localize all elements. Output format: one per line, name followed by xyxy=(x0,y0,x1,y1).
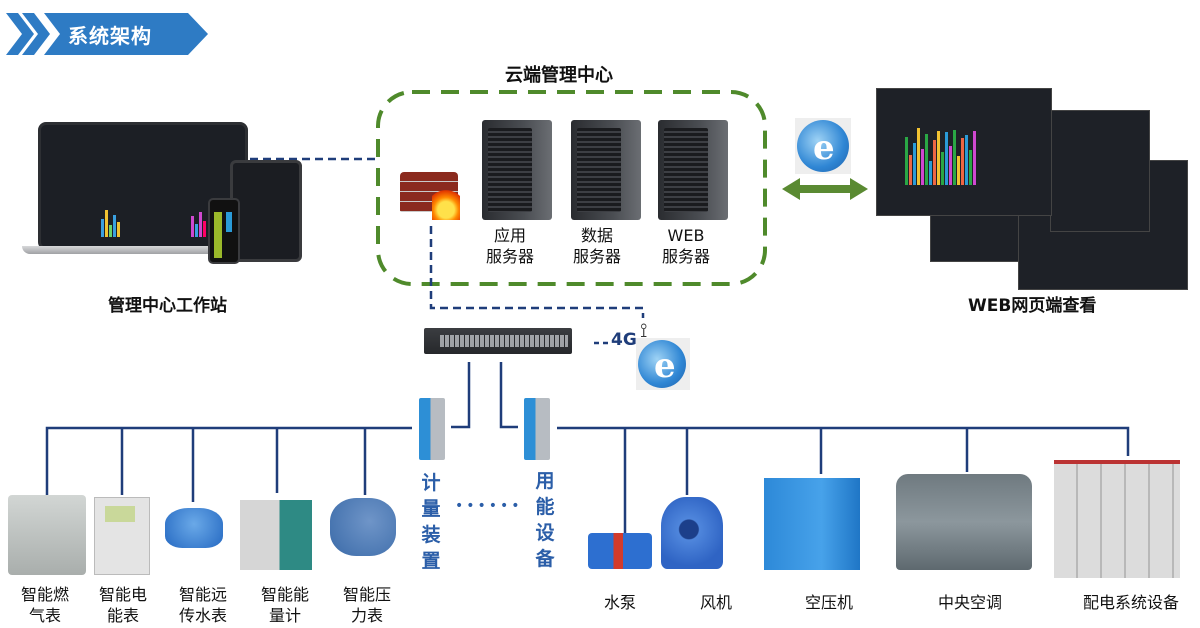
label-char: 置 xyxy=(421,550,441,572)
line1: 智能能 xyxy=(260,585,309,604)
phone-icon xyxy=(208,198,240,264)
line1: 智能燃 xyxy=(20,585,69,604)
energy-equipment-label: 用 能 设 备 xyxy=(534,468,556,572)
browser-icon: e xyxy=(795,118,851,174)
application-server-label: 应用 服务器 xyxy=(478,225,542,267)
line2: 气表 xyxy=(28,606,61,625)
label-char: 量 xyxy=(421,498,441,520)
web-server-icon xyxy=(658,120,728,220)
energy-meter-icon xyxy=(240,500,312,570)
database-server-icon xyxy=(571,120,641,220)
section-title: 系统架构 xyxy=(68,24,152,48)
meter-label-electric: 智能电能表 xyxy=(90,584,156,626)
database-server-label: 数据 服务器 xyxy=(565,225,629,267)
label-char: 装 xyxy=(421,524,441,546)
line1: 智能电 xyxy=(98,585,147,604)
server-label-line1: 数据 xyxy=(580,226,613,245)
web-dashboard-screen-4 xyxy=(1050,110,1150,232)
meter-label-energy: 智能能量计 xyxy=(252,584,318,626)
cloud-center-title: 云端管理中心 xyxy=(505,65,613,86)
line2: 能表 xyxy=(106,606,139,625)
label-char: 备 xyxy=(535,548,555,570)
switch-to-equipment-gateway xyxy=(499,362,518,429)
central-air-conditioner-icon xyxy=(896,474,1032,570)
meter-label-pressure: 智能压力表 xyxy=(334,584,400,626)
fan-icon xyxy=(661,497,723,569)
equipment-label-distribution: 配电系统设备 xyxy=(1082,593,1179,612)
firewall-to-network-link xyxy=(429,226,645,318)
tablet-icon xyxy=(230,160,302,262)
equipment-label-hvac: 中央空调 xyxy=(937,593,1002,612)
application-server-icon xyxy=(482,120,552,220)
header-banner xyxy=(6,13,208,55)
web-dashboard-screen-1 xyxy=(876,88,1052,216)
network-switch-icon xyxy=(424,328,572,354)
line2: 力表 xyxy=(350,606,383,625)
equipment-label-pump: 水泵 xyxy=(603,593,636,612)
switch-to-meter-gateway xyxy=(451,362,471,429)
equipment-label-fan: 风机 xyxy=(699,593,732,612)
line1: 智能压 xyxy=(342,585,391,604)
meter-label-gas: 智能燃气表 xyxy=(12,584,78,626)
label-char: 能 xyxy=(535,496,555,518)
power-distribution-cabinet-icon xyxy=(1054,460,1180,578)
label-char: 设 xyxy=(535,522,555,544)
cell-tower-icon: ⟟ xyxy=(640,318,648,342)
pressure-gauge-icon xyxy=(330,498,396,556)
server-label-line2: 服务器 xyxy=(661,247,710,266)
meter-gateway-icon xyxy=(419,398,445,460)
metering-devices-label: 计 量 装 置 xyxy=(420,470,442,574)
smart-gas-meter-icon xyxy=(8,495,86,575)
web-server-label: WEB 服务器 xyxy=(654,225,718,267)
internet-icon: e xyxy=(636,338,690,390)
meter-label-water: 智能远传水表 xyxy=(170,584,236,626)
laptop-base xyxy=(22,246,260,254)
meter-bus xyxy=(45,426,412,495)
label-char: 用 xyxy=(535,470,555,492)
server-label-line1: 应用 xyxy=(493,226,526,245)
bidirectional-arrow-icon xyxy=(782,178,868,200)
server-label-line1: WEB xyxy=(667,226,705,245)
smart-electric-meter-icon xyxy=(94,497,150,575)
fire-icon xyxy=(432,186,460,220)
dotted-connector: •••••• xyxy=(455,498,523,514)
server-label-line2: 服务器 xyxy=(572,247,621,266)
workstation-label: 管理中心工作站 xyxy=(108,296,227,316)
server-label-line2: 服务器 xyxy=(485,247,534,266)
equipment-gateway-icon xyxy=(524,398,550,460)
equipment-label-compressor: 空压机 xyxy=(804,593,853,612)
line1: 智能远 xyxy=(178,585,227,604)
line2: 量计 xyxy=(268,606,301,625)
water-pump-icon xyxy=(588,533,652,569)
equipment-bus xyxy=(557,426,1130,456)
web-view-label: WEB网页端查看 xyxy=(968,296,1097,316)
air-compressor-icon xyxy=(764,478,860,570)
label-char: 计 xyxy=(421,472,441,494)
cloud-boundary xyxy=(376,90,767,286)
remote-water-meter-icon xyxy=(165,508,223,548)
line2: 传水表 xyxy=(178,606,227,625)
4g-label: 4G xyxy=(611,330,637,350)
